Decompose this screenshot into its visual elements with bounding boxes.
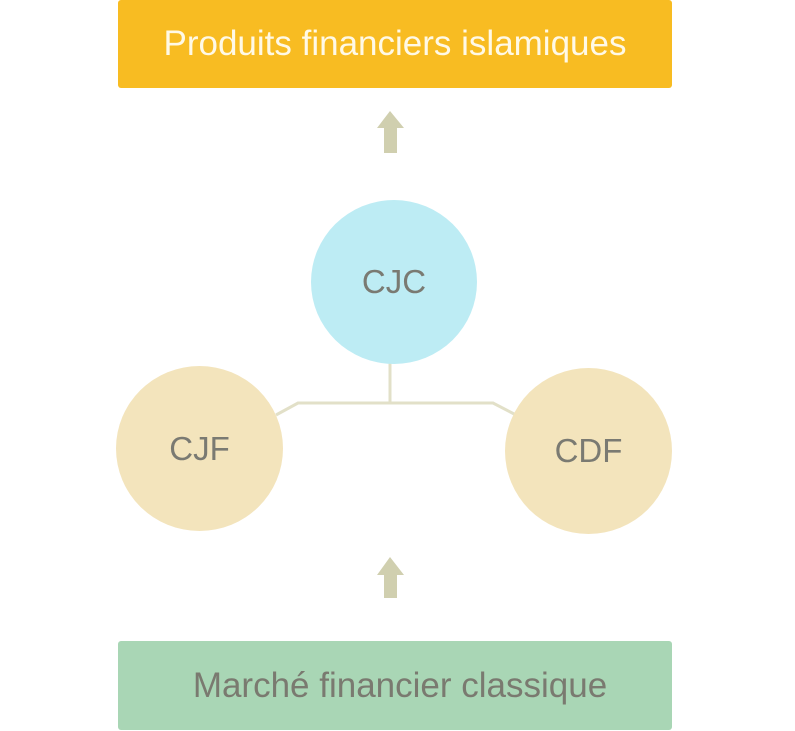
top-box-label: Produits financiers islamiques — [163, 24, 627, 63]
edge-cjc-cdf — [390, 401, 517, 417]
node-cjc-label: CJC — [361, 263, 427, 300]
connector-lines — [275, 362, 517, 417]
edge-cjc-cjf — [275, 401, 390, 417]
bottom-box-classic-financial-market: Marché financier classique — [118, 641, 672, 730]
node-cdf-label: CDF — [554, 432, 623, 469]
up-arrow-icon — [377, 557, 404, 598]
node-cjf-label: CJF — [169, 429, 230, 467]
node-cjc: CJC — [311, 200, 477, 364]
up-arrow-icon — [377, 111, 404, 153]
bottom-box-label: Marché financier classique — [192, 665, 608, 705]
top-box-islamic-financial-products: Produits financiers islamiques — [118, 0, 672, 88]
node-cjf: CJF — [116, 366, 283, 531]
node-cdf: CDF — [505, 368, 672, 534]
